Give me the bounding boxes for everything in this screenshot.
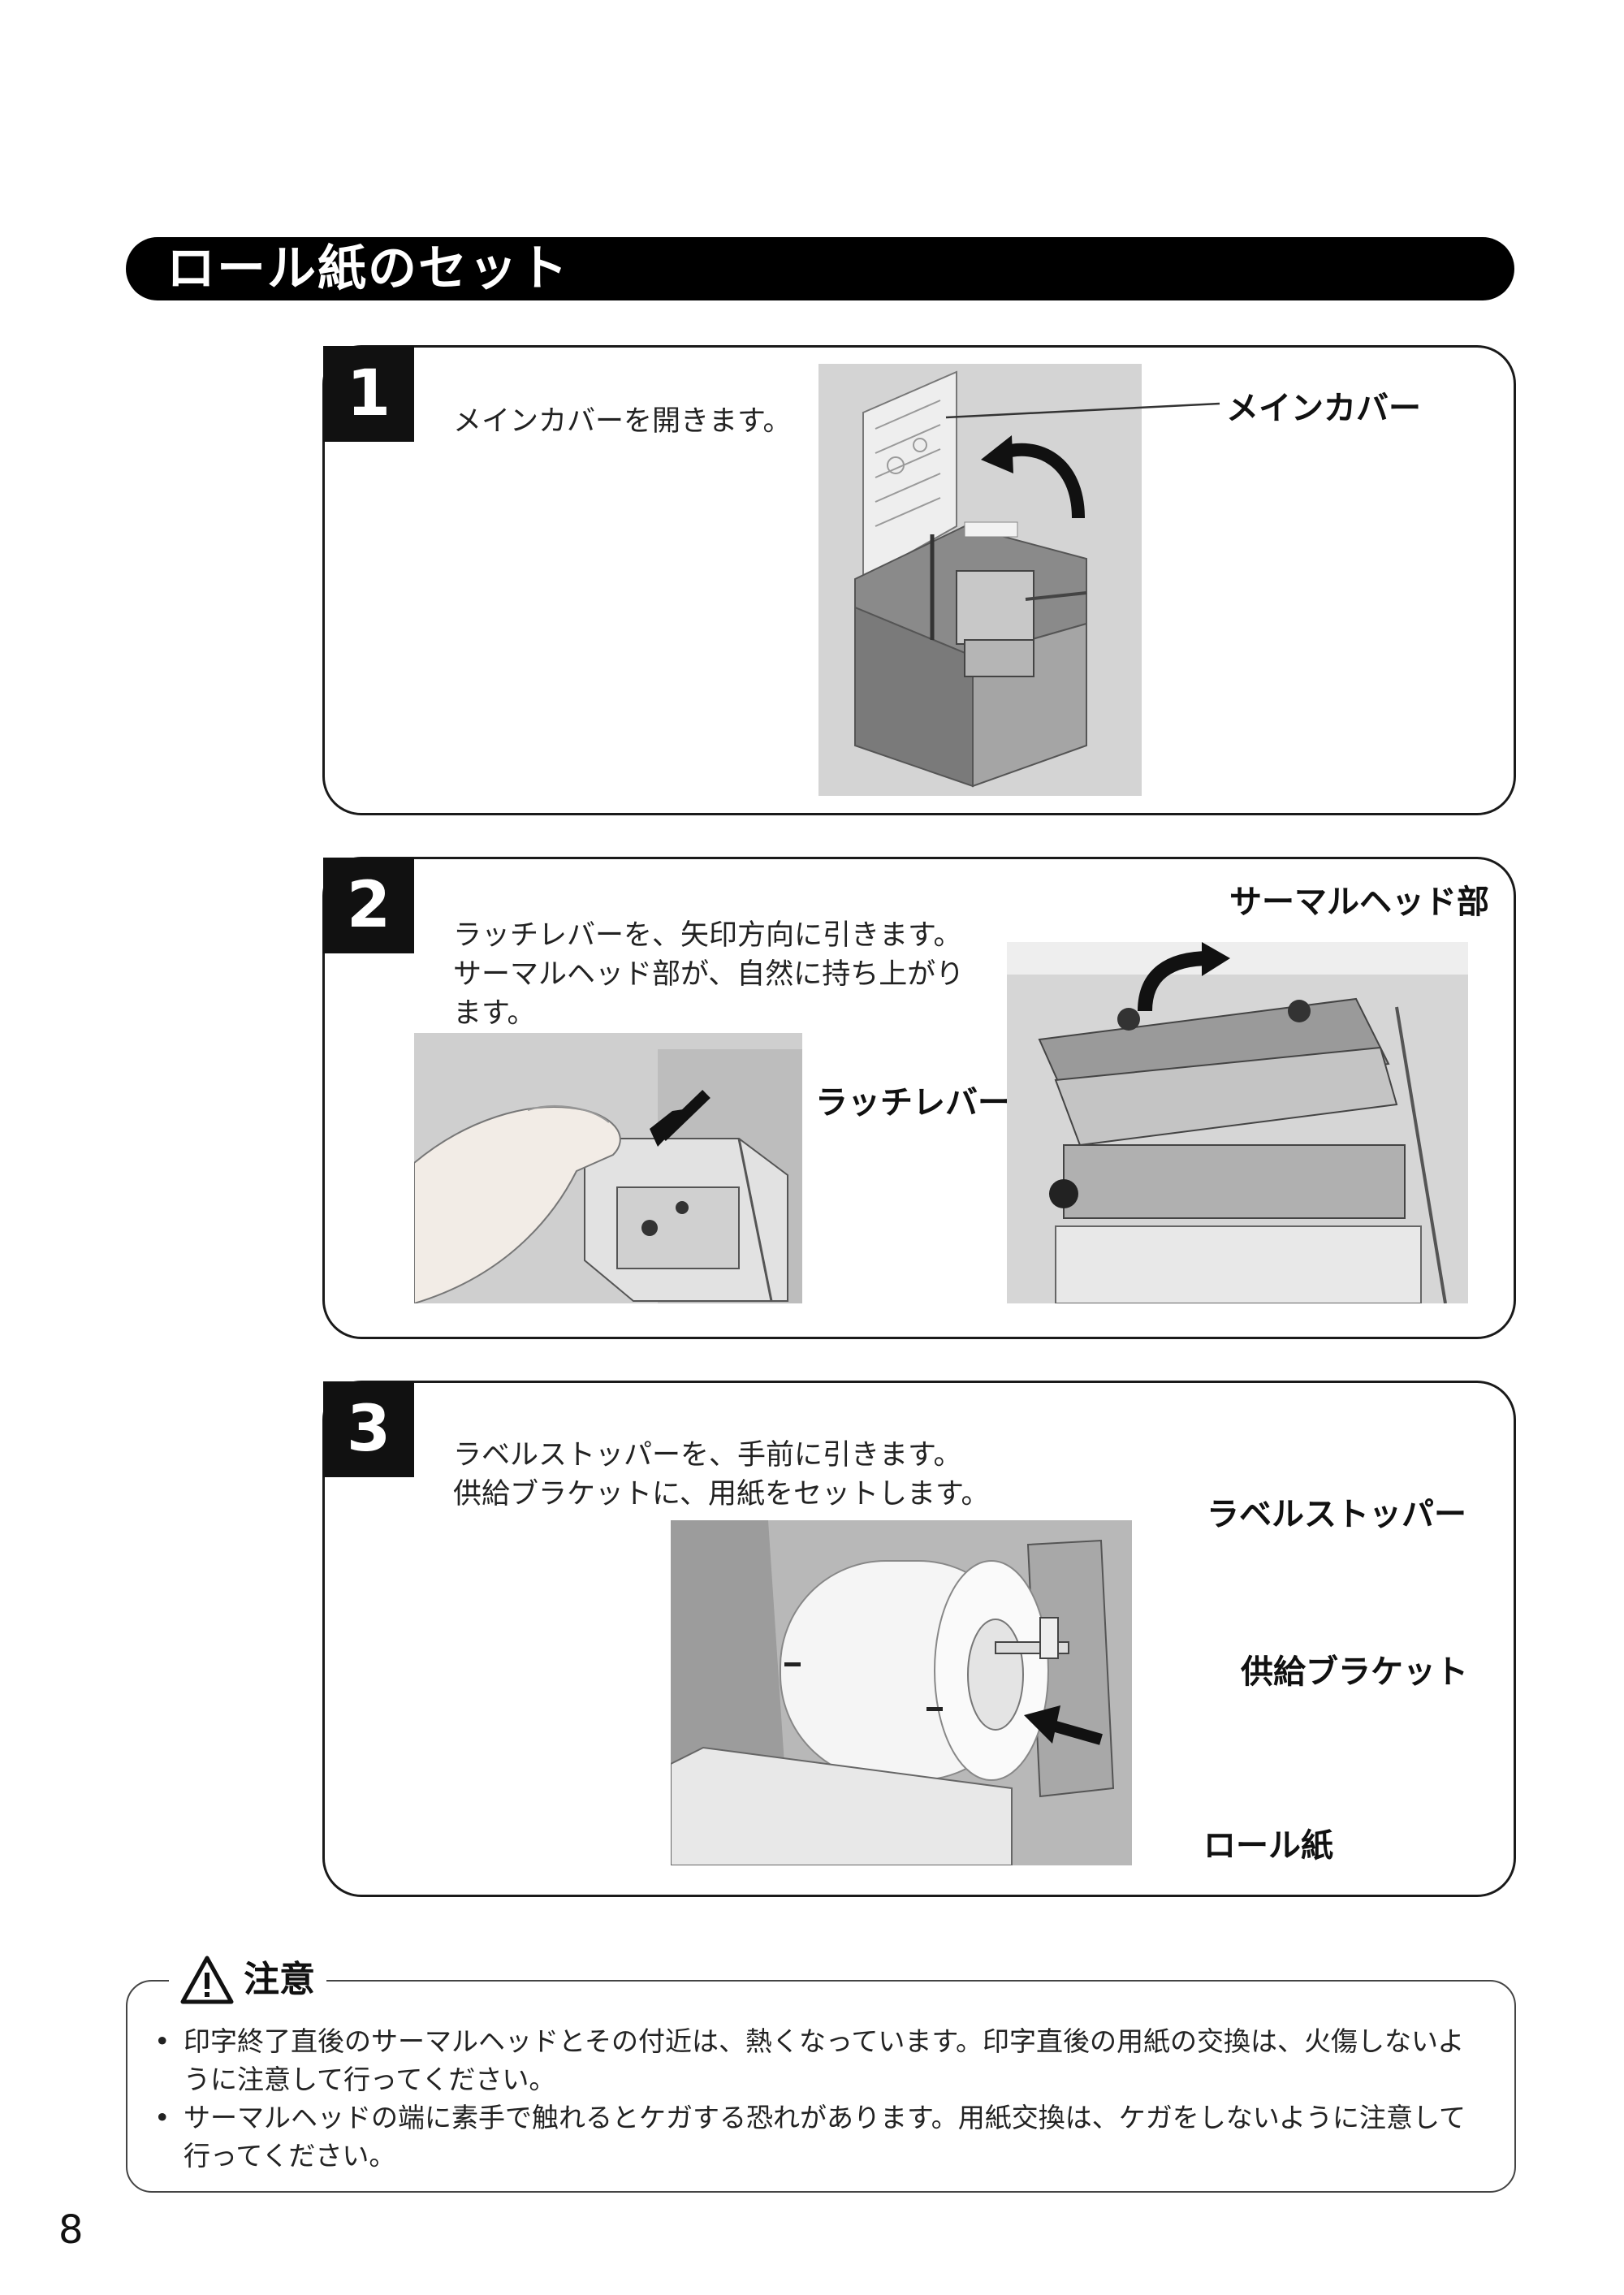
step-3-number: 3 (323, 1381, 414, 1477)
callout-latch-lever: ラッチレバー (815, 1084, 1010, 1122)
caution-title: 注意 (244, 1959, 315, 2000)
step-3-text: ラベルストッパーを、手前に引きます。 供給ブラケットに、用紙をセットします。 (453, 1436, 989, 1514)
step-2-photo-thermal-head (1007, 942, 1468, 1303)
callout-main-cover: メインカバー (1226, 390, 1421, 427)
latch-lever-illustration (414, 1033, 802, 1303)
caution-item-line: サーマルヘッドの端に素手で触れるとケガする恐れがあります。用紙交換は、ケガをしな… (184, 2102, 1466, 2133)
step-1-photo-printer-open-cover (818, 364, 1142, 796)
step-2-text-line: サーマルヘッド部が、自然に持ち上がり (453, 958, 965, 991)
step-3-photo-roll-paper (671, 1520, 1132, 1865)
step-3-text-line: 供給ブラケットに、用紙をセットします。 (453, 1478, 990, 1511)
thermal-head-illustration (1007, 942, 1468, 1303)
caution-list: • 印字終了直後のサーマルヘッドとその付近は、熱くなっています。印字直後の用紙の… (154, 2022, 1502, 2175)
step-3-text-line: ラベルストッパーを、手前に引きます。 (453, 1439, 962, 1472)
caution-item-line: 行ってください。 (184, 2140, 396, 2172)
caution-box (126, 1980, 1516, 2193)
caution-item: • サーマルヘッドの端に素手で触れるとケガする恐れがあります。用紙交換は、ケガを… (154, 2098, 1502, 2175)
roll-paper-illustration (671, 1520, 1132, 1865)
caution-item-line: 印字終了直後のサーマルヘッドとその付近は、熱くなっています。印字直後の用紙の交換… (184, 2025, 1465, 2057)
step-2-photo-latch-lever (414, 1033, 802, 1303)
page-number: 8 (58, 2207, 84, 2253)
step-2-text-line: ラッチレバーを、矢印方向に引きます。 (453, 919, 962, 952)
step-2-text-line: ます。 (453, 997, 536, 1030)
step-1-text: メインカバーを開きます。 (453, 402, 792, 441)
step-1-text-line: メインカバーを開きます。 (453, 405, 792, 438)
warning-triangle-icon (180, 1956, 234, 2004)
callout-supply-bracket: 供給ブラケット (1241, 1653, 1468, 1691)
step-2-text: ラッチレバーを、矢印方向に引きます。 サーマルヘッド部が、自然に持ち上がり ます… (453, 916, 964, 1033)
bullet-dot: • (154, 2102, 171, 2133)
caution-item: • 印字終了直後のサーマルヘッドとその付近は、熱くなっています。印字直後の用紙の… (154, 2022, 1502, 2098)
section-title-bar (126, 237, 1514, 300)
caution-header: 注意 (169, 1951, 326, 2008)
caution-item-line: うに注意して行ってください。 (184, 2064, 556, 2095)
section-title: ロール紙のセット (166, 240, 569, 297)
step-2-number: 2 (323, 858, 414, 953)
printer-illustration (818, 364, 1142, 796)
callout-roll-paper: ロール紙 (1203, 1827, 1333, 1865)
callout-label-stopper: ラベルストッパー (1207, 1496, 1466, 1533)
bullet-dot: • (154, 2025, 171, 2057)
callout-thermal-head: サーマルヘッド部 (1229, 884, 1489, 921)
step-1-number: 1 (323, 346, 414, 442)
